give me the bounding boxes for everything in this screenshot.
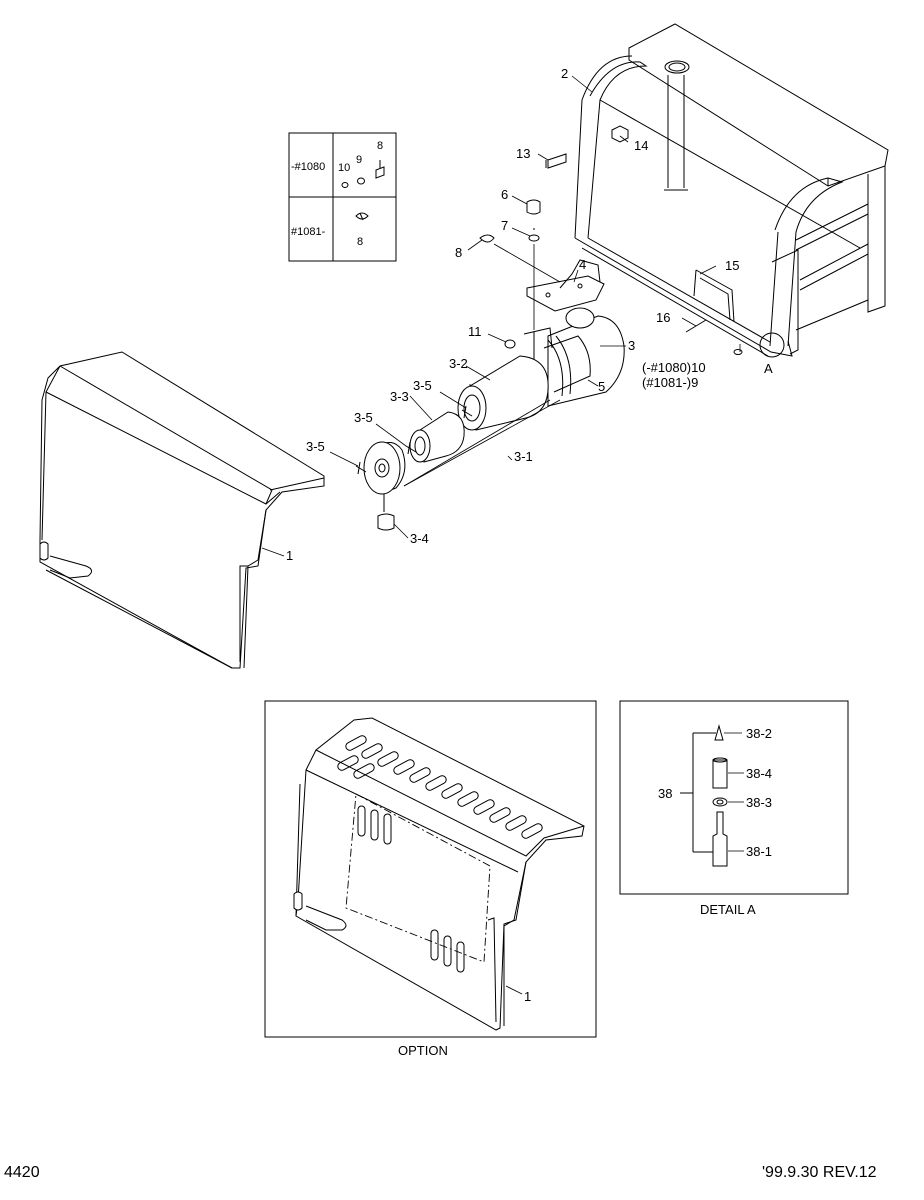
label-7: 7 — [501, 218, 508, 233]
clip-8 — [479, 234, 495, 243]
inset-part-10: 10 — [338, 162, 350, 174]
note-10: (-#1080)10 — [642, 360, 706, 375]
detail-38-2: 38-2 — [746, 726, 772, 741]
air-cleaner — [355, 307, 625, 531]
frame-assembly — [574, 23, 889, 358]
option-label-1: 1 — [524, 989, 531, 1004]
inset-range-1: -#1080 — [291, 161, 325, 173]
option-box: 1 — [264, 700, 597, 1038]
vent-slots — [337, 735, 543, 839]
bolt-13 — [545, 153, 567, 169]
washer-icon — [341, 182, 349, 188]
detail-a-box: 38 38-2 38-4 38-3 38-1 — [619, 700, 849, 895]
revision-stamp: '99.9.30 REV.12 — [762, 1164, 877, 1181]
part-38-4 — [712, 759, 728, 789]
label-3-1: 3-1 — [514, 449, 533, 464]
part-38-2 — [714, 724, 724, 741]
hardware — [479, 125, 743, 355]
part-38-3 — [712, 797, 728, 807]
label-4: 4 — [579, 257, 586, 272]
label-3-5-c: 3-5 — [306, 439, 325, 454]
lock-washer-icon — [357, 177, 365, 185]
label-2: 2 — [561, 66, 568, 81]
detail-group-38: 38 — [658, 786, 672, 801]
label-1: 1 — [286, 548, 293, 563]
nut-11 — [504, 339, 516, 349]
bracket — [526, 259, 605, 312]
nut-14 — [611, 125, 629, 143]
label-3-5-a: 3-5 — [413, 378, 432, 393]
inset-part-8b: 8 — [357, 236, 363, 248]
label-14: 14 — [634, 138, 648, 153]
detail-a-marker-circle — [759, 332, 785, 358]
label-13: 13 — [516, 146, 530, 161]
option-caption: OPTION — [398, 1043, 448, 1058]
label-a: A — [764, 361, 773, 376]
part-labels: 2 13 14 6 7 8 4 15 16 11 3 (-#1080)10 (#… — [286, 66, 773, 563]
detail-38-4: 38-4 — [746, 766, 772, 781]
bolt-icon — [375, 160, 385, 179]
label-3-5-b: 3-5 — [354, 410, 373, 425]
label-6: 6 — [501, 187, 508, 202]
label-16: 16 — [656, 310, 670, 325]
washer-7 — [528, 234, 540, 242]
part-38-1 — [712, 811, 728, 867]
inset-range-2: #1081- — [291, 226, 326, 238]
inset-table: -#1080 #1081- 10 9 8 8 — [288, 132, 397, 262]
label-3: 3 — [628, 338, 635, 353]
label-3-3: 3-3 — [390, 389, 409, 404]
detail-38-1: 38-1 — [746, 844, 772, 859]
note-9: (#1081-)9 — [642, 375, 698, 390]
label-3-2: 3-2 — [449, 356, 468, 371]
inset-part-8a: 8 — [377, 140, 383, 152]
leader-lines — [261, 75, 741, 557]
label-5: 5 — [598, 379, 605, 394]
inset-part-9: 9 — [356, 154, 362, 166]
label-3-4: 3-4 — [410, 531, 429, 546]
bolt-6 — [526, 199, 541, 215]
engine-hood — [39, 351, 325, 669]
label-8: 8 — [455, 245, 462, 260]
detail-38-3: 38-3 — [746, 795, 772, 810]
page-number: 4420 — [4, 1164, 40, 1181]
label-15: 15 — [725, 258, 739, 273]
detail-caption: DETAIL A — [700, 902, 756, 917]
clip-icon — [355, 212, 369, 221]
label-11: 11 — [468, 324, 482, 339]
